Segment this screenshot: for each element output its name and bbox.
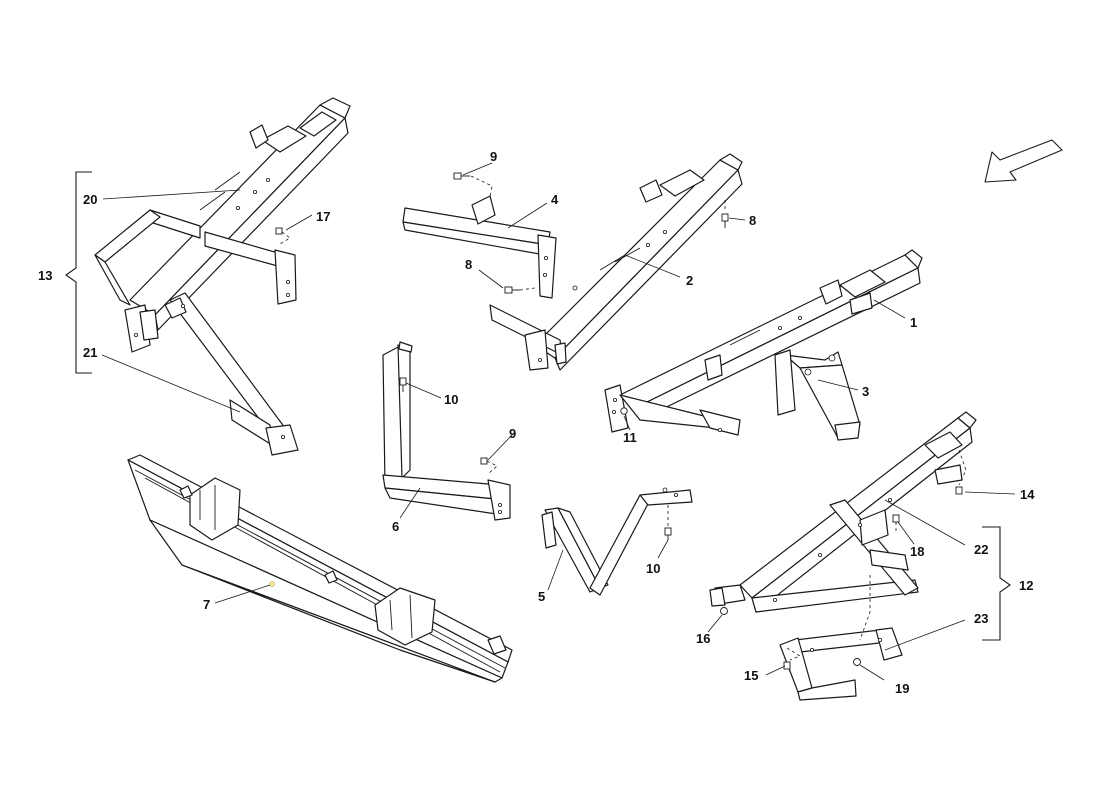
callout-1: 1: [910, 315, 917, 330]
group-brace-12: [982, 526, 1011, 641]
part-22-lower-frame[interactable]: [709, 411, 977, 613]
callout-11: 11: [623, 430, 637, 445]
bolt-8-left[interactable]: [504, 286, 536, 294]
callout-21: 21: [83, 345, 97, 360]
part-23-lower-bracket[interactable]: [779, 627, 903, 701]
callout-8-right: 8: [749, 213, 756, 228]
callout-12: 12: [1019, 578, 1033, 593]
callout-14: 14: [1020, 487, 1035, 502]
callout-6: 6: [392, 519, 399, 534]
part-1-side-rail[interactable]: [604, 249, 923, 436]
bolt-10-upper[interactable]: [399, 377, 407, 392]
callout-9-upper: 9: [490, 149, 497, 164]
callout-16: 16: [696, 631, 710, 646]
front-direction-arrow-icon: [984, 139, 1063, 183]
callout-23: 23: [974, 611, 988, 626]
callout-8-left: 8: [465, 257, 472, 272]
callout-3: 3: [862, 384, 869, 399]
callout-20: 20: [83, 192, 97, 207]
group-brace-13: [65, 171, 92, 374]
leader-lines: [101, 162, 1016, 681]
bolt-19[interactable]: [853, 575, 871, 666]
bolt-9-upper[interactable]: [453, 172, 493, 199]
callout-19: 19: [895, 681, 909, 696]
callout-10-upper: 10: [444, 392, 458, 407]
bolt-15[interactable]: [783, 647, 801, 670]
callout-7: 7: [203, 597, 210, 612]
bolt-11[interactable]: [620, 407, 628, 415]
part-5-v-bracket[interactable]: [541, 487, 693, 596]
callout-5: 5: [538, 589, 545, 604]
callout-13: 13: [38, 268, 52, 283]
part-4-bracket[interactable]: [402, 195, 557, 299]
callout-15: 15: [744, 668, 758, 683]
callout-22: 22: [974, 542, 988, 557]
part-6-u-bracket[interactable]: [382, 341, 511, 521]
bolt-18[interactable]: [892, 514, 900, 532]
bolt-10-lower[interactable]: [664, 505, 672, 540]
bolt-16[interactable]: [720, 607, 728, 615]
callout-2: 2: [686, 273, 693, 288]
callout-9-lower: 9: [509, 426, 516, 441]
bolt-17[interactable]: [275, 227, 291, 245]
part-7-bumper-beam[interactable]: [127, 454, 513, 683]
callout-18: 18: [910, 544, 924, 559]
callout-17: 17: [316, 209, 330, 224]
part-20-upper-frame[interactable]: [94, 97, 351, 353]
part-21-diagonal-strut[interactable]: [164, 292, 299, 456]
part-2-front-rail[interactable]: [489, 153, 743, 371]
part-3-bracket[interactable]: [774, 349, 861, 441]
bolt-9-lower[interactable]: [480, 457, 498, 475]
bolt-14[interactable]: [955, 449, 967, 495]
callout-4: 4: [551, 192, 559, 207]
callout-10-lower: 10: [646, 561, 660, 576]
bolt-8-right[interactable]: [721, 200, 729, 228]
callout-labels: 1 2 3 4 5 6 7 8 8 9 9 10 10 11 12 13 14 …: [38, 149, 1035, 696]
